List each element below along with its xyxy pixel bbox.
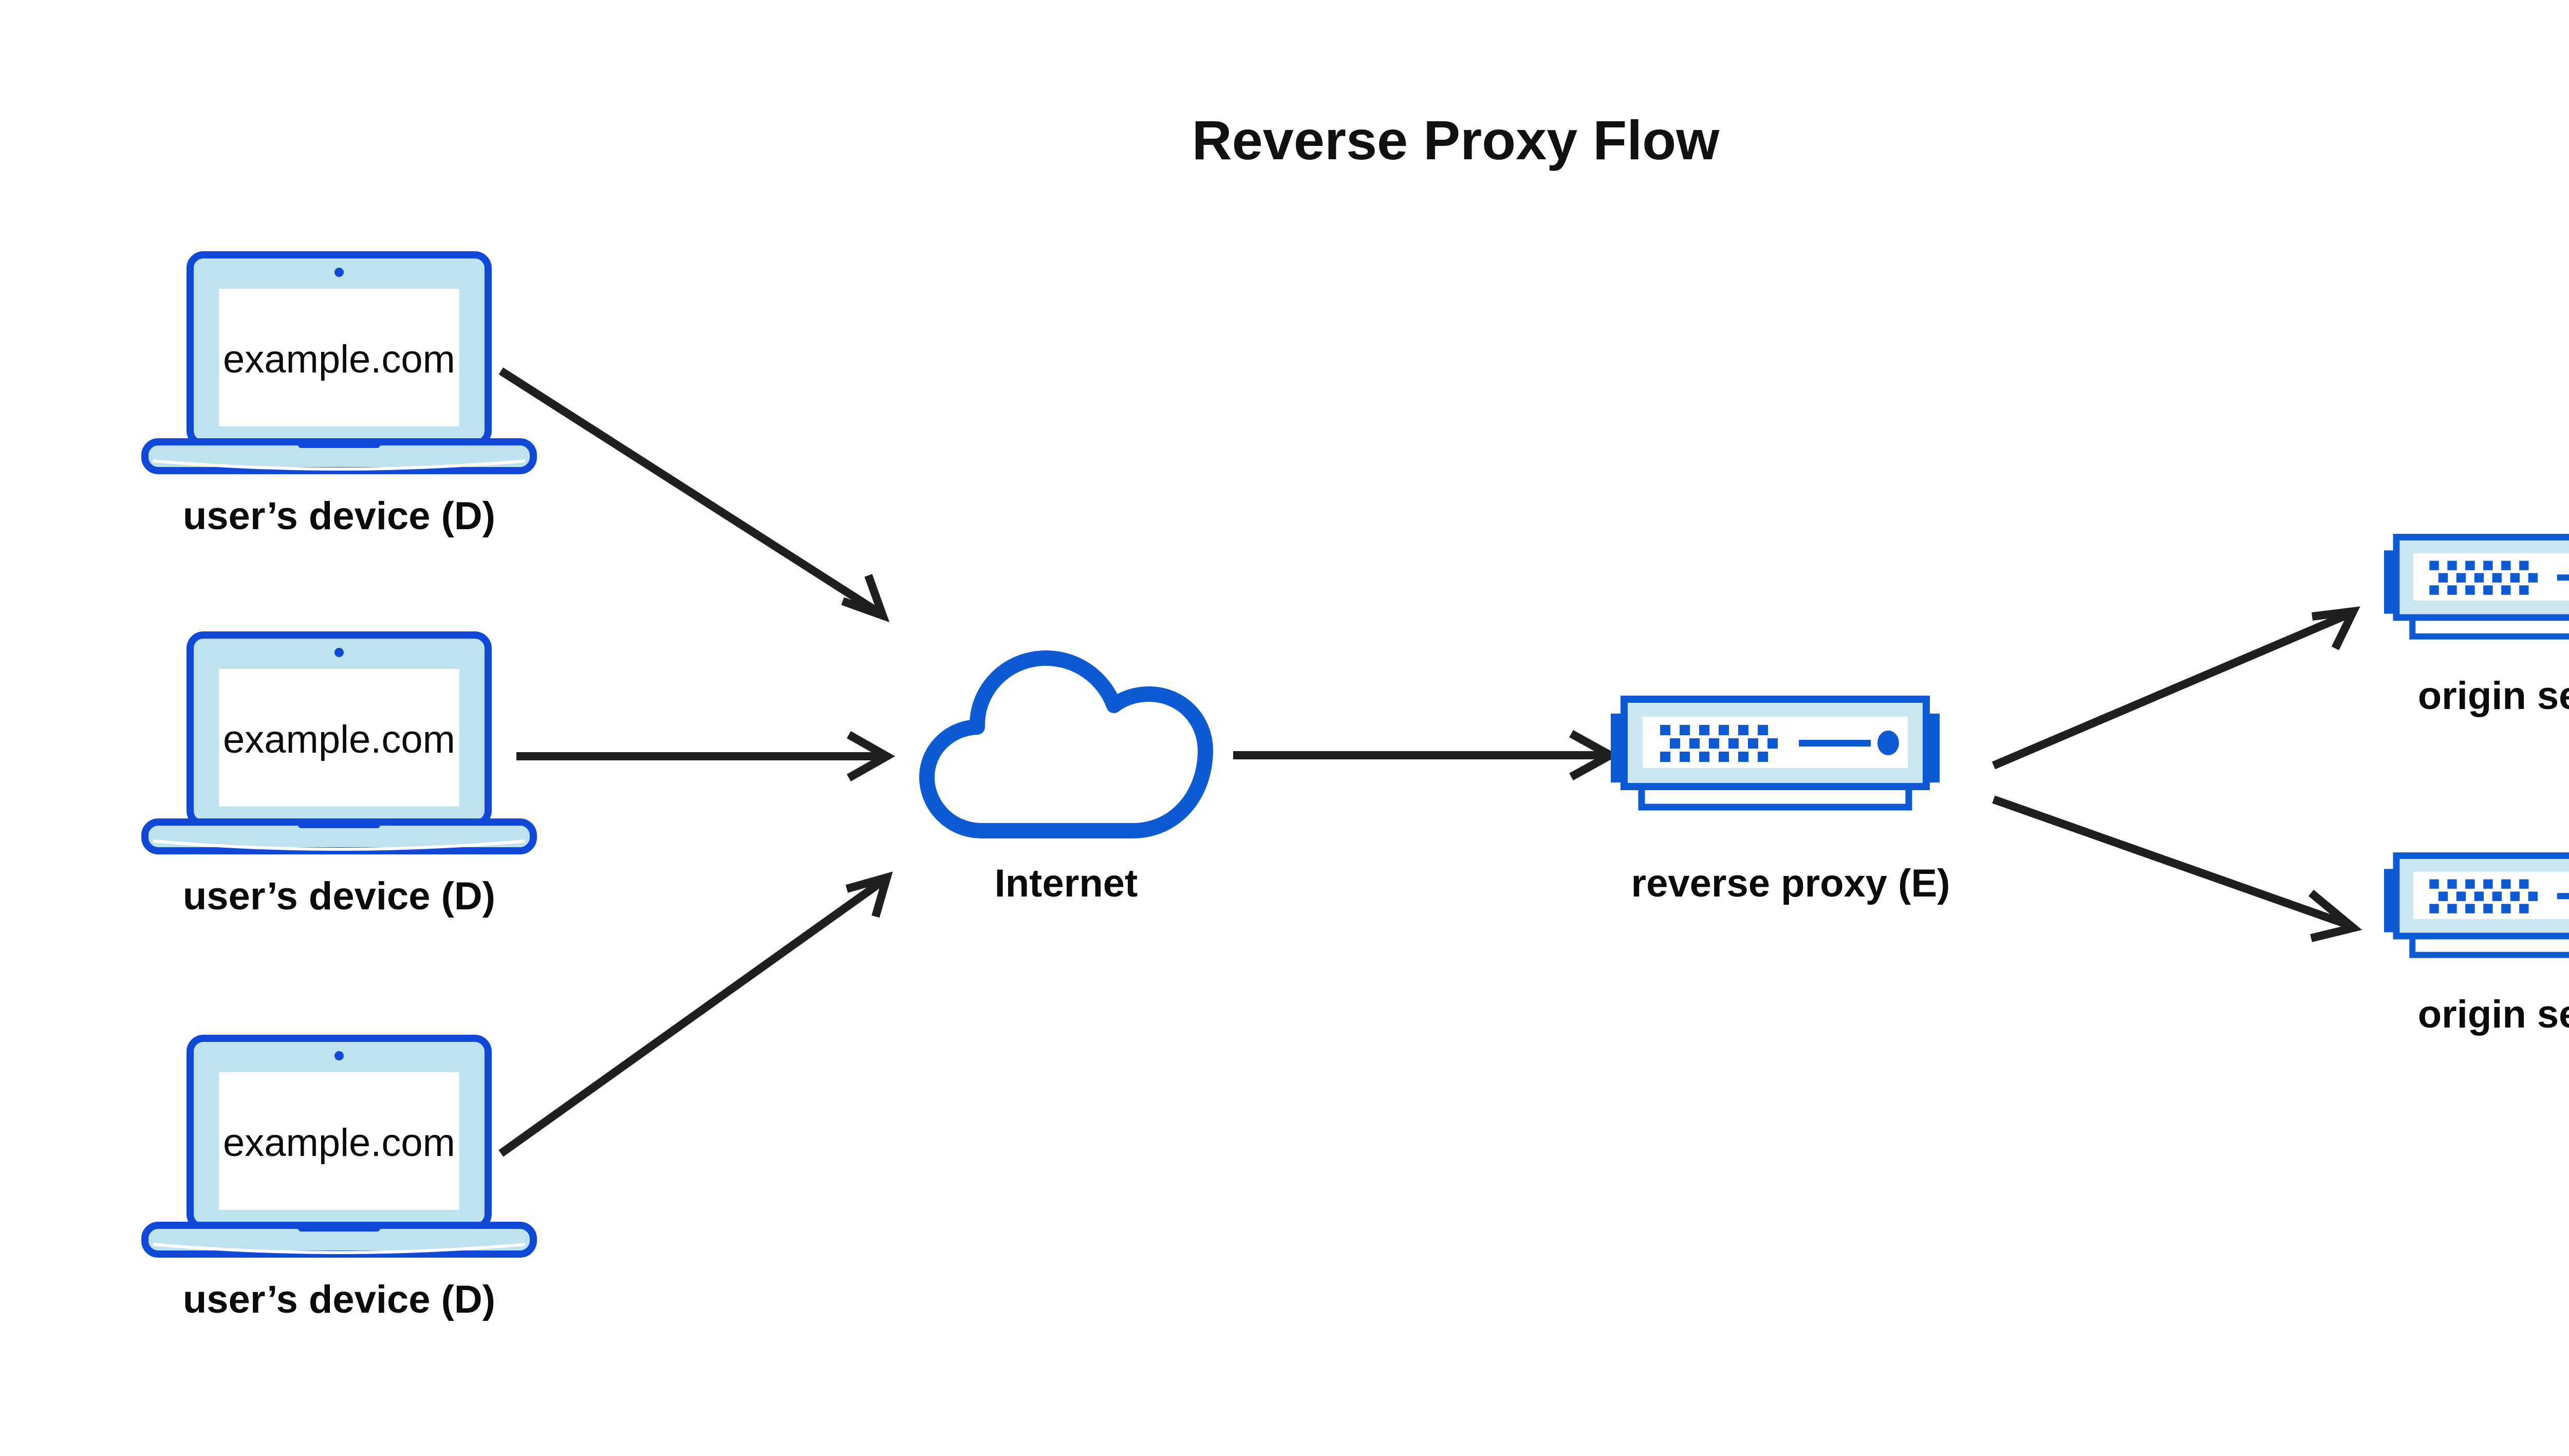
device-3-screen-text: example.com (223, 1121, 455, 1165)
node-origin-server-1[interactable]: origin server (F) (2384, 537, 2569, 718)
proxy-caption: reverse proxy (E) (1631, 862, 1950, 905)
node-reverse-proxy[interactable]: reverse proxy (E) (1611, 699, 1950, 905)
edge-internet-to-proxy (1233, 730, 1619, 781)
edge-device3-to-internet (498, 871, 893, 1157)
node-user-device-1[interactable]: example.com user’s device (D) (145, 255, 533, 538)
origin-1-caption: origin server (F) (2418, 674, 2569, 718)
device-1-screen-text: example.com (223, 338, 455, 381)
edge-proxy-to-origin1 (1991, 606, 2360, 770)
node-origin-server-2[interactable]: origin server (F) (2384, 856, 2569, 1036)
edge-device2-to-internet (516, 731, 896, 781)
node-user-device-3[interactable]: example.com user’s device (D) (145, 1038, 533, 1321)
edge-device1-to-internet (498, 367, 890, 623)
origin-2-caption: origin server (F) (2418, 993, 2569, 1036)
device-3-caption: user’s device (D) (183, 1278, 495, 1321)
edge-proxy-to-origin2 (1992, 795, 2362, 942)
edge-group (498, 367, 2362, 1157)
cloud-caption: Internet (995, 862, 1138, 905)
device-2-screen-text: example.com (223, 718, 455, 761)
device-1-caption: user’s device (D) (183, 494, 495, 538)
page-title: Reverse Proxy Flow (1192, 109, 1720, 171)
server-icon (2384, 856, 2569, 955)
node-user-device-2[interactable]: example.com user’s device (D) (145, 635, 533, 918)
server-icon (1611, 699, 1940, 807)
node-internet[interactable]: Internet (927, 658, 1205, 905)
server-icon (2384, 537, 2569, 637)
device-2-caption: user’s device (D) (183, 874, 495, 918)
